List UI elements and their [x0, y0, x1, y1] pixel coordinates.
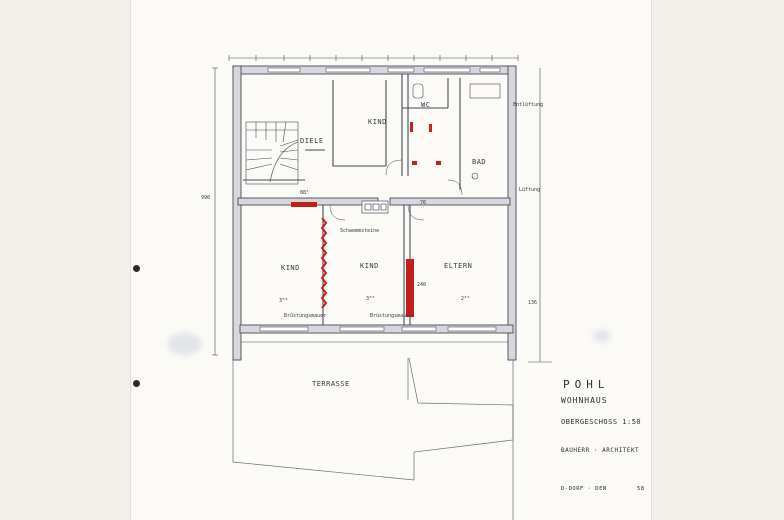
room-label-terrasse: TERRASSE	[312, 380, 350, 388]
punch-hole-top	[133, 265, 140, 272]
dim-door-76: 76	[420, 200, 427, 206]
dim-side-990: 990	[201, 195, 211, 201]
title-client: BAUHERR · ARCHITEKT	[561, 447, 640, 454]
staircase-icon	[245, 121, 299, 185]
room-label-kind-top: KIND	[368, 118, 387, 126]
annotation-brustungsmauer-right: Brüstungsmauer	[370, 313, 413, 319]
annotation-entluftung: Entlüftung	[513, 102, 544, 108]
red-revisions	[291, 122, 441, 317]
room-label-kind-left: KIND	[281, 264, 300, 272]
room-label-diele: DIELE	[300, 137, 324, 145]
smudge-left	[168, 333, 202, 355]
dimension-lines	[212, 55, 552, 363]
dim-kind-left-width: 3⁰⁰	[279, 298, 289, 304]
title-owner: POHL	[563, 378, 610, 391]
room-label-wc: WC	[421, 101, 431, 109]
door-swings	[329, 159, 463, 221]
annotation-schwemmsteine: Schwemmsteine	[340, 228, 380, 234]
window-openings	[259, 67, 501, 332]
smudge-right	[593, 330, 611, 342]
title-sheet-number: 58	[637, 486, 645, 492]
dim-height-240: 240	[417, 282, 427, 288]
punch-hole-bottom	[133, 380, 140, 387]
title-project: WOHNHAUS	[561, 396, 608, 405]
dim-door-88: 88⁵	[300, 190, 310, 196]
title-office: D-DORF · DEN	[561, 486, 607, 492]
drawing-sheet	[131, 0, 651, 520]
dim-eltern-width: 2⁸⁵	[461, 296, 471, 302]
annotation-brustungsmauer-left: Brüstungsmauer	[284, 313, 327, 319]
dim-kind-center-width: 3⁰⁰	[366, 296, 376, 302]
dim-wall-136: 136	[528, 300, 538, 306]
bathroom-fixtures	[412, 83, 501, 180]
room-label-bad: BAD	[472, 158, 487, 166]
room-label-eltern: ELTERN	[444, 262, 473, 270]
title-floor-scale: OBERGESCHOSS 1:50	[561, 418, 642, 426]
chimney-flues	[361, 200, 389, 214]
terrace-outline	[232, 357, 514, 520]
room-label-kind-center: KIND	[360, 262, 379, 270]
annotation-luftung: Lüftung	[519, 187, 541, 193]
